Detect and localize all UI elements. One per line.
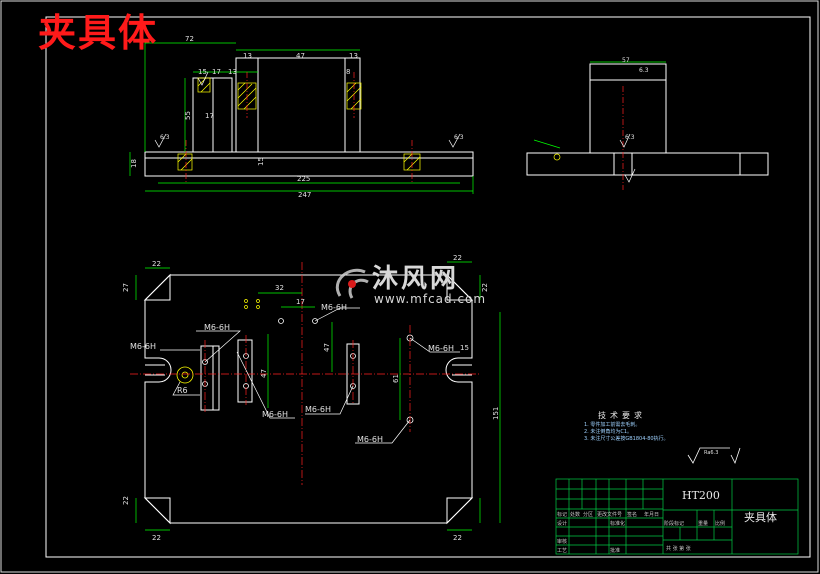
dim-text: 13: [243, 52, 252, 60]
title-block-label: 标记: [557, 512, 568, 518]
watermark-logo-icon: [336, 268, 369, 299]
thread-label: M6-6H: [305, 405, 331, 414]
dim-text: 151: [492, 407, 500, 420]
title-block: [555, 478, 799, 555]
title-block-label: 设计: [557, 521, 568, 527]
dim-text: 22: [152, 534, 161, 542]
dim-text: 55: [184, 111, 192, 120]
title-block-label: 年月日: [644, 512, 660, 518]
dim-text: 15: [460, 344, 469, 352]
general-finish-symbol: [687, 447, 741, 465]
finish-label: Ra6.3: [704, 450, 718, 456]
plan-leaders: [160, 307, 460, 444]
inner-frame: [45, 16, 811, 558]
plan-yellow-details: [244, 299, 260, 309]
plan-outline: [144, 274, 473, 524]
dim-text: 47: [296, 52, 305, 60]
dim-text: 225: [297, 175, 310, 183]
thread-label: M6-6H: [130, 342, 156, 351]
title-block-label: 共 张 第 张: [666, 546, 691, 552]
side-base: [526, 152, 769, 176]
front-view: [144, 57, 474, 177]
dim-text: 47: [260, 369, 268, 378]
finish-label: 6.3: [160, 134, 170, 141]
finish-label: 6.3: [639, 67, 649, 74]
side-view: [526, 63, 769, 176]
dim-text: 17: [205, 112, 214, 120]
thread-labels: M6-6H M6-6H M6-6H M6-6H M6-6H M6-6H M6-6…: [130, 303, 454, 444]
dim-text: 13: [228, 68, 237, 76]
title-block-label: 分区: [583, 512, 594, 518]
dim-text: 47: [323, 343, 331, 352]
title-block-label: 审核: [557, 539, 568, 545]
title-block-label: 批准: [610, 548, 621, 554]
title-block-label: 重量: [698, 521, 709, 527]
drawing-title: 夹具体: [38, 10, 159, 55]
front-centerlines: [185, 72, 413, 182]
title-block-label: 签名: [627, 512, 638, 518]
title-block-part-name: 夹具体: [744, 511, 777, 524]
dim-text: 247: [298, 191, 311, 199]
dim-text: 22: [453, 254, 462, 262]
dim-text: 22: [152, 260, 161, 268]
front-finish-marks: [154, 71, 461, 148]
plan-pad-left: [200, 345, 220, 411]
tech-requirements-title: 技术要求: [598, 411, 646, 420]
thread-label: M6-6H: [428, 344, 454, 353]
title-block-label: 比例: [715, 521, 726, 527]
plan-holes: [176, 318, 414, 424]
front-dimensions: [129, 40, 474, 194]
title-block-label: 标准化: [610, 521, 626, 527]
dim-text: 17: [296, 298, 305, 306]
plan-view: [143, 273, 474, 525]
dim-text: 61: [392, 374, 400, 383]
dim-text: 18: [130, 159, 138, 168]
thread-label: M6-6H: [262, 410, 288, 419]
plan-centerlines: [130, 262, 480, 485]
dim-text: 13: [349, 52, 358, 60]
thread-label: M6-6H: [357, 435, 383, 444]
dim-text: 15: [198, 68, 207, 76]
dim-text: 22: [453, 534, 462, 542]
dim-text: 57: [622, 57, 630, 64]
dim-text: 32: [275, 284, 284, 292]
dim-text: 17: [212, 68, 221, 76]
tech-requirement-line: 1. 零件加工前需去毛刺。: [584, 422, 641, 428]
finish-label: 6.3: [454, 134, 464, 141]
dim-text: 27: [122, 283, 130, 292]
plan-pad-mid: [237, 339, 253, 403]
thread-label: M6-6H: [204, 323, 230, 332]
dim-text: 72: [185, 35, 194, 43]
title-block-label: 处数: [570, 512, 581, 518]
dim-text: 15: [257, 157, 265, 166]
title-block-label: 阶段标记: [664, 521, 685, 527]
title-block-material: HT200: [682, 489, 720, 502]
plan-dimensions: [135, 261, 501, 531]
front-center-block: [235, 57, 361, 153]
thread-label: M6-6H: [321, 303, 347, 312]
title-block-label: 更改文件号: [597, 512, 623, 518]
front-base-plate: [144, 151, 474, 177]
front-dim-text: 72 13 47 13 15 17 13 8 55 17 15 18 225 2…: [130, 35, 358, 199]
tech-requirement-line: 2. 未注倒角均为C1。: [584, 429, 633, 435]
watermark-brand: 沐风网: [372, 264, 460, 294]
finish-label: 6.3: [625, 134, 635, 141]
side-upright: [589, 63, 667, 154]
dim-text: 22: [122, 496, 130, 505]
front-hatch: [177, 77, 421, 171]
dim-text: 8: [346, 68, 350, 76]
plan-dim-text: 22 22 27 22 22 32 17 47 15 47 61 151 22 …: [122, 254, 500, 542]
radius-label: R6: [177, 386, 188, 395]
tech-requirement-line: 3. 未注尺寸公差按GB1804-80执行。: [584, 436, 669, 442]
title-block-label: 工艺: [557, 548, 568, 554]
dim-text: 22: [481, 283, 489, 292]
watermark-url: www.mfcad.com: [374, 292, 487, 306]
